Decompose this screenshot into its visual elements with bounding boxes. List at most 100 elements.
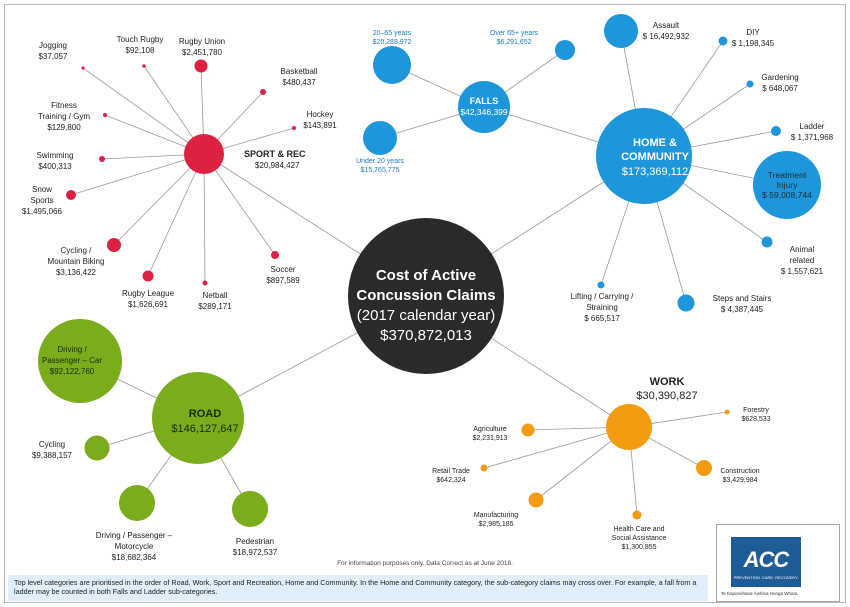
value-motorcycle: $18,682,364 <box>112 553 157 562</box>
value-diy: $ 1,198,345 <box>732 39 775 48</box>
label-falls-over-65: Over 65+ years <box>490 30 539 37</box>
home-community-group: FALLS $42,346,399 HOME & COMMUNITY $173,… <box>356 14 834 323</box>
label-forestry: Forestry <box>743 407 769 414</box>
value-pedestrian: $18,972,537 <box>233 548 278 557</box>
acc-logo: ACC PREVENTION. CARE. RECOVERY. <box>731 537 801 587</box>
label-jogging: Jogging <box>39 41 67 50</box>
label-motorcycle-1: Driving / Passenger – <box>96 531 173 540</box>
footer-note: Top level categories are prioritised in … <box>8 575 708 601</box>
sport-rec-title: SPORT & REC <box>244 149 306 159</box>
label-swimming: Swimming <box>37 151 74 160</box>
value-car: $92,122,760 <box>50 367 95 376</box>
center-title-line2: Concussion Claims <box>356 287 495 304</box>
bubble-motorcycle <box>119 485 155 521</box>
label-agriculture: Agriculture <box>473 426 507 433</box>
value-falls-under-20: $15,765,775 <box>361 167 400 174</box>
work-value: $30,390,827 <box>636 390 697 402</box>
value-touch-rugby: $92,108 <box>126 46 155 55</box>
label-fitness-1: Fitness <box>51 101 77 110</box>
value-fitness: $129,800 <box>47 123 81 132</box>
bubble-cycling-mtb <box>107 238 121 252</box>
bubble-falls-over-65 <box>555 40 575 60</box>
falls-title: FALLS <box>470 96 499 106</box>
bubble-hockey <box>292 126 296 130</box>
bubble-animal <box>761 236 773 248</box>
label-cycling-2: Mountain Biking <box>48 257 105 266</box>
bubble-agriculture <box>521 423 535 437</box>
center-node: Cost of Active Concussion Claims (2017 c… <box>348 218 504 374</box>
home-value: $173,369,112 <box>622 166 688 178</box>
value-construction: $3,429,984 <box>722 477 757 484</box>
center-title-line1: Cost of Active <box>376 267 476 284</box>
label-health-2: Social Assistance <box>612 535 667 542</box>
bubble-falls-20-65 <box>373 46 411 84</box>
value-falls-20-65: $20,288,972 <box>373 39 412 46</box>
bubble-lifting <box>597 281 605 289</box>
bubble-construction <box>696 460 712 476</box>
bubble-ladder <box>771 126 781 136</box>
acc-logo-box: ACC PREVENTION. CARE. RECOVERY. Te Kapor… <box>716 524 840 602</box>
label-soccer: Soccer <box>271 265 296 274</box>
bubble-touch-rugby <box>142 64 146 68</box>
value-rugby-union: $2,451,780 <box>182 48 223 57</box>
value-assault: $ 16,492,932 <box>643 32 690 41</box>
bubble-steps-stairs <box>677 294 695 312</box>
acc-logo-word: ACC <box>743 547 790 572</box>
label-road-cycling: Cycling <box>39 440 65 449</box>
bubble-work <box>606 404 652 450</box>
value-gardening: $ 648,067 <box>762 84 798 93</box>
value-soccer: $897,589 <box>266 276 300 285</box>
label-gardening: Gardening <box>761 73 798 82</box>
bubble-treatment-injury <box>753 151 821 219</box>
bubble-fitness <box>103 113 107 117</box>
home-title-line1: HOME & <box>633 137 677 149</box>
label-hockey: Hockey <box>307 110 334 119</box>
bubble-snow-sports <box>66 190 76 200</box>
label-health-1: Health Care and <box>614 526 665 533</box>
label-netball: Netball <box>203 291 228 300</box>
label-fitness-2: Training / Gym <box>38 112 90 121</box>
value-hockey: $143,891 <box>303 121 337 130</box>
label-animal-1: Animal <box>790 245 815 254</box>
label-cycling-1: Cycling / <box>61 246 92 255</box>
bubble-health-care <box>632 510 642 520</box>
value-forestry: $628,533 <box>741 416 770 423</box>
label-steps: Steps and Stairs <box>713 294 772 303</box>
value-animal: $ 1,557,621 <box>781 267 824 276</box>
label-animal-2: related <box>790 256 814 265</box>
value-ladder: $ 1,371,968 <box>791 133 834 142</box>
value-jogging: $37,057 <box>39 52 68 61</box>
label-falls-under-20: Under 20 years <box>356 158 404 165</box>
bubble-gardening <box>746 80 754 88</box>
bubble-retail <box>480 464 488 472</box>
info-note: For information purposes only. Data Corr… <box>337 560 513 567</box>
value-agriculture: $2,231,913 <box>472 435 507 442</box>
label-diy: DIY <box>746 28 760 37</box>
center-total: $370,872,013 <box>380 327 472 344</box>
acc-logo-subtitle: Te Kaporeihana Āwhina Hunga Whara <box>721 591 798 596</box>
work-title: WORK <box>650 376 685 388</box>
sport-rec-sub-bubbles <box>66 59 296 286</box>
label-rugby-league: Rugby League <box>122 289 175 298</box>
work-group: WORK $30,390,827 Forestry $628,533 Agric… <box>432 376 771 551</box>
bubble-assault <box>604 14 638 48</box>
falls-value: $42,346,399 <box>460 107 508 117</box>
value-health: $1,300,855 <box>621 544 656 551</box>
bubble-manufacturing <box>528 492 544 508</box>
label-lifting-1: Lifting / Carrying / <box>571 292 634 301</box>
acc-logo-tagline: PREVENTION. CARE. RECOVERY. <box>733 575 799 580</box>
value-steps: $ 4,387,445 <box>721 305 764 314</box>
bubble-road <box>152 372 244 464</box>
bubble-soccer <box>271 251 279 259</box>
label-snow-2: Sports <box>30 196 53 205</box>
label-treatment-1: Treatment <box>768 170 807 180</box>
label-car-2: Passenger – Car <box>42 356 102 365</box>
bubble-falls <box>458 81 510 133</box>
value-netball: $289,171 <box>198 302 232 311</box>
value-lifting: $ 665,517 <box>584 314 620 323</box>
label-basketball: Basketball <box>281 67 318 76</box>
value-falls-over-65: $6,291,652 <box>496 39 531 46</box>
bubble-basketball <box>260 89 266 95</box>
value-cycling: $3,136,422 <box>56 268 97 277</box>
label-falls-20-65: 20–65 years <box>373 30 412 37</box>
